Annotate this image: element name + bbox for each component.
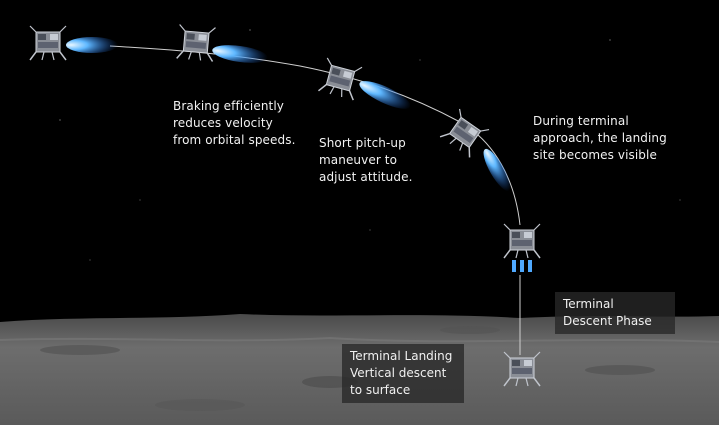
caption-pitch-up: Short pitch-up maneuver to adjust attitu…	[319, 136, 413, 184]
caption-braking: Braking efficiently reduces velocity fro…	[173, 99, 296, 147]
star-field	[59, 29, 681, 261]
engine-plume-icon	[66, 37, 532, 272]
label-terminal-landing: Terminal Landing Vertical descent to sur…	[342, 344, 464, 403]
label-terminal-descent: Terminal Descent Phase	[555, 292, 675, 334]
caption-terminal-approach: During terminal approach, the landing si…	[533, 114, 667, 162]
